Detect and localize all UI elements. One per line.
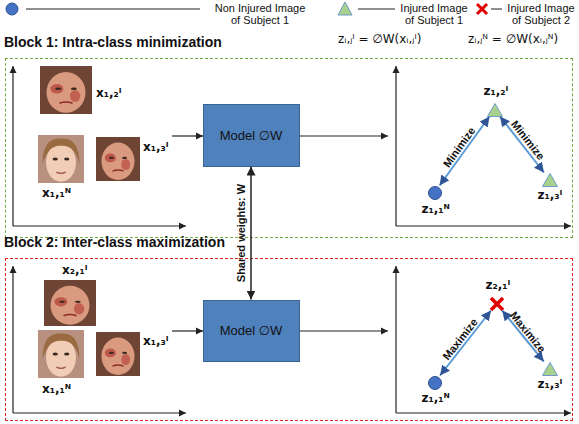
face-photo (96, 332, 140, 376)
block-frame: Block 2: Inter-class maximizationModel ∅… (5, 258, 573, 421)
embedding-mark (542, 173, 557, 186)
face-photo (38, 330, 84, 378)
embedding-mark (487, 103, 502, 116)
edge-label: Shared weights: W (235, 184, 247, 282)
face-photo (44, 280, 96, 326)
face-photo (38, 135, 84, 183)
legend-line (491, 9, 502, 10)
shape-canvas (542, 362, 558, 376)
shape-canvas (542, 173, 558, 187)
embedding-label: z₁,₃ᴵ (538, 377, 563, 391)
model-box: Model ∅W (203, 104, 300, 167)
axis-line (395, 266, 396, 413)
axis-line (396, 225, 571, 226)
axis-line (12, 266, 13, 413)
embedding-label: z₁,₃ᴵ (538, 188, 563, 202)
legend-text: Non Injured Image of Subject 1 (210, 2, 310, 26)
embedding-label: z₁,₂ᴵ (484, 84, 509, 98)
model-label: Model ∅W (220, 323, 283, 338)
model-label: Model ∅W (220, 128, 283, 143)
embedding-dot (428, 186, 441, 199)
shape-canvas (428, 376, 442, 390)
embedding-dot (428, 376, 441, 389)
block-title: Block 2: Inter-class maximization (4, 234, 225, 250)
block-frame: Block 1: Intra-class minimizationModel ∅… (5, 58, 573, 238)
image-label: x₁,₂ᴵ (96, 86, 122, 100)
embedding-label: z₁,₁ᴺ (422, 202, 450, 216)
embedding-circle: z₁,₁ᴺ (428, 376, 442, 390)
image-label: x₂,₁ᴵ (62, 263, 88, 277)
edge-label: Maximize (440, 316, 480, 362)
edge-label: Minimize (440, 125, 477, 170)
axis-line (395, 66, 396, 226)
axis-line (396, 412, 571, 413)
legend-line (358, 9, 395, 10)
image-label: x₁,₃ᴵ (143, 334, 169, 348)
flow-arrow (300, 330, 388, 331)
legend-cross (477, 4, 487, 14)
legend-text: Injured Image of Subject 1 (398, 2, 470, 26)
embedding-mark (542, 362, 557, 375)
axis-line (12, 66, 13, 226)
flow-arrow (300, 135, 388, 136)
shape-canvas (490, 297, 504, 311)
model-box: Model ∅W (203, 300, 300, 362)
formula: zᵢ,ⱼᴺ = ∅W(xᵢ,ⱼᴺ) (468, 32, 558, 46)
shape-canvas (428, 186, 442, 200)
embedding-triangle: z₁,₃ᴵ (542, 173, 558, 187)
edge-label: Maximize (508, 309, 548, 354)
image-label: x₁,₁ᴺ (42, 382, 71, 396)
embedding-triangle: z₁,₃ᴵ (542, 362, 558, 376)
flow-arrow (172, 330, 203, 331)
shape-canvas (487, 103, 503, 117)
edge-label: Minimize (508, 118, 546, 162)
embedding-cross: z₂,₁ᴵ (490, 297, 504, 311)
embedding-circle: z₁,₁ᴺ (428, 186, 442, 200)
formula: zᵢ,ⱼᴵ = ∅W(xᵢ,ⱼᴵ) (338, 32, 421, 46)
connector (250, 167, 252, 300)
embedding-triangle: z₁,₂ᴵ (487, 103, 503, 117)
connector (440, 311, 491, 376)
legend-text: Injured Image of Subject 2 (505, 2, 577, 26)
flow-arrow (172, 135, 203, 136)
connector (440, 117, 490, 186)
legend-line (26, 9, 200, 10)
axis-line (13, 225, 186, 226)
block-title: Block 1: Intra-class minimization (4, 34, 222, 50)
face-photo (40, 66, 92, 114)
image-label: x₁,₃ᴵ (143, 140, 169, 154)
legend-circle (6, 3, 18, 15)
embedding-mark (491, 298, 503, 310)
axis-line (13, 412, 186, 413)
legend-triangle (338, 2, 352, 15)
embedding-label: z₂,₁ᴵ (486, 278, 511, 292)
image-label: x₁,₁ᴺ (42, 186, 71, 200)
face-photo (96, 137, 140, 181)
embedding-label: z₁,₁ᴺ (422, 391, 450, 405)
